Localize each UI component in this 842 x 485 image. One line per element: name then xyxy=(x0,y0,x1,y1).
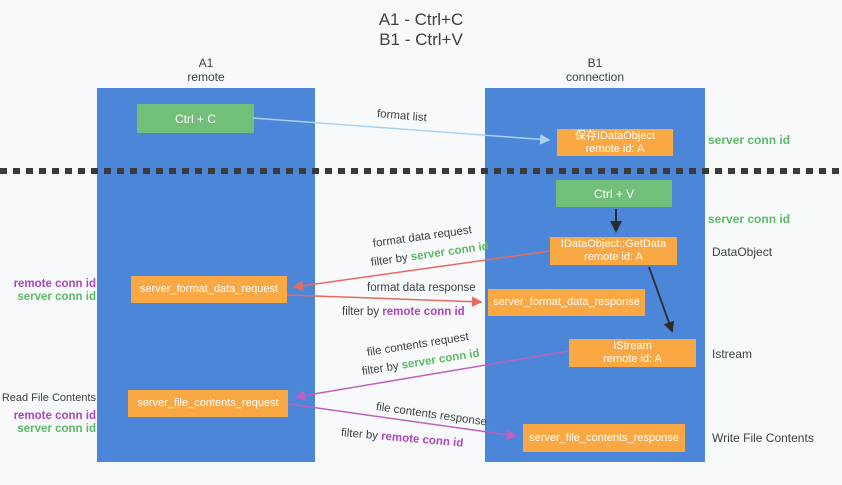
ctrl-v-box: Ctrl + V xyxy=(556,180,672,207)
format-data-response-arrow xyxy=(286,294,483,307)
format-data-response-filter-label: filter by remote conn id xyxy=(342,306,465,318)
getdata-box: IDataObject::GetData remote id: A xyxy=(550,237,677,265)
format-request-left-annotations: remote conn id server conn id xyxy=(0,278,96,304)
server-format-data-request-box: server_format_data_request xyxy=(131,276,287,303)
filter-key-server-conn-id-1: server conn id xyxy=(410,240,490,264)
server-file-contents-response-label: server_file_contents_response xyxy=(529,431,679,444)
server-conn-id-annotation-1: server conn id xyxy=(17,291,96,303)
ctrl-v-label: Ctrl + V xyxy=(593,186,635,201)
ctrl-c-label: Ctrl + C xyxy=(174,111,216,126)
istream-line2: remote id: A xyxy=(603,353,662,365)
file-contents-response-label: file contents response xyxy=(375,401,488,429)
write-file-contents-annotation: Write File Contents xyxy=(712,431,814,445)
server-file-contents-request-label: server_file_contents_request xyxy=(137,397,279,409)
ctrl-c-box: Ctrl + C xyxy=(137,104,254,133)
filter-by-text-3: filter by xyxy=(361,359,403,378)
filter-by-text-1: filter by xyxy=(370,251,412,269)
phase-divider-dashed-line xyxy=(0,168,842,174)
istream-line1: IStream xyxy=(613,340,652,352)
server-file-contents-response-box: server_file_contents_response xyxy=(523,424,685,452)
lane-header-a1: A1 remote xyxy=(156,56,256,84)
server-conn-id-annotation-mid: server conn id xyxy=(708,212,791,226)
lane-a1-name: A1 xyxy=(198,56,214,70)
remote-conn-id-annotation-2: remote conn id xyxy=(13,410,96,422)
filter-by-text-4: filter by xyxy=(340,427,382,443)
lane-a1-role: remote xyxy=(187,70,225,84)
filter-by-text-2: filter by xyxy=(342,306,383,318)
read-file-contents-annotation: Read File Contents xyxy=(1,392,96,404)
save-dataobject-line2: remote id: A xyxy=(585,142,645,155)
server-format-data-response-box: server_format_data_response xyxy=(488,289,645,316)
file-contents-response-filter-label: filter by remote conn id xyxy=(340,427,463,450)
server-format-data-response-label: server_format_data_response xyxy=(493,296,640,308)
format-list-label: format list xyxy=(376,108,428,125)
getdata-line1: IDataObject::GetData xyxy=(560,238,667,250)
server-format-data-request-label: server_format_data_request xyxy=(139,283,279,295)
format-data-response-label: format data response xyxy=(367,282,476,294)
server-conn-id-annotation-2: server conn id xyxy=(17,423,96,435)
title-line-1: A1 - Ctrl+C xyxy=(378,10,464,29)
diagram-title: A1 - Ctrl+C B1 - Ctrl+V xyxy=(0,10,842,50)
filter-key-remote-conn-id-2: remote conn id xyxy=(382,306,465,318)
lane-b1-role: connection xyxy=(565,70,625,84)
file-request-left-annotations: Read File Contents remote conn id server… xyxy=(0,392,96,436)
lane-b1-name: B1 xyxy=(587,56,603,70)
remote-conn-id-annotation-1: remote conn id xyxy=(13,278,96,290)
server-file-contents-request-box: server_file_contents_request xyxy=(128,390,288,417)
lane-header-b1: B1 connection xyxy=(545,56,645,84)
istream-annotation: Istream xyxy=(712,347,753,361)
save-dataobject-box: 保存IDataObject remote id: A xyxy=(557,129,673,156)
istream-box: IStream remote id: A xyxy=(569,339,696,367)
save-dataobject-line1: 保存IDataObject xyxy=(574,129,656,142)
server-conn-id-annotation-top: server conn id xyxy=(708,133,791,147)
getdata-line2: remote id: A xyxy=(584,251,643,263)
title-line-2: B1 - Ctrl+V xyxy=(379,30,463,49)
filter-key-remote-conn-id-4: remote conn id xyxy=(380,430,464,450)
dataobject-annotation: DataObject xyxy=(712,245,773,259)
